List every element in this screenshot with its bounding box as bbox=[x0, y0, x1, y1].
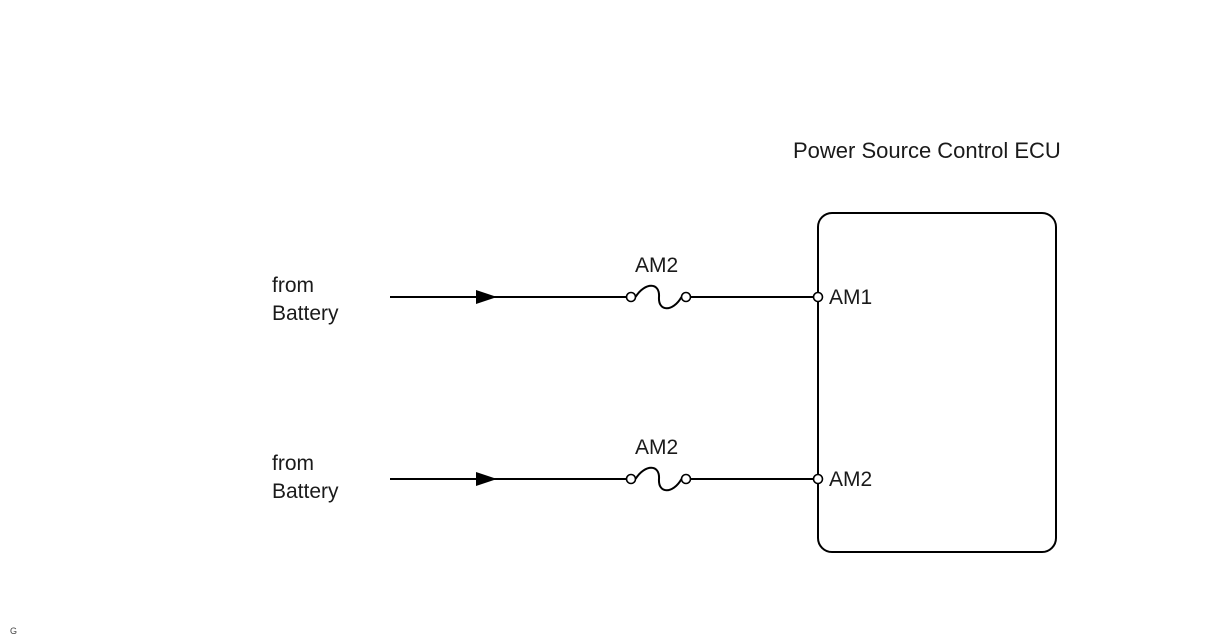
fuse-terminal-right bbox=[680, 473, 692, 485]
ecu-title: Power Source Control ECU bbox=[793, 138, 1061, 163]
fuse-terminal-left bbox=[625, 473, 637, 485]
flow-arrow-icon bbox=[476, 290, 497, 304]
ecu-pin-label: AM2 bbox=[829, 468, 872, 491]
fuse-label: AM2 bbox=[635, 254, 678, 277]
fuse-terminal-right bbox=[680, 291, 692, 303]
footnote-mark: G bbox=[10, 626, 17, 636]
source-label-line2: Battery bbox=[272, 480, 339, 503]
fuse-icon bbox=[634, 284, 683, 310]
source-label-line2: Battery bbox=[272, 302, 339, 325]
ecu-pin-terminal bbox=[812, 291, 824, 303]
ecu-box bbox=[817, 212, 1057, 553]
fuse-icon bbox=[634, 466, 683, 492]
fuse-label: AM2 bbox=[635, 436, 678, 459]
fuse-terminal-left bbox=[625, 291, 637, 303]
source-label-line1: from bbox=[272, 274, 314, 297]
ecu-pin-terminal bbox=[812, 473, 824, 485]
flow-arrow-icon bbox=[476, 472, 497, 486]
circuit-1: from Battery AM2 AM1 bbox=[272, 254, 872, 325]
ecu-pin-label: AM1 bbox=[829, 286, 872, 309]
source-label-line1: from bbox=[272, 452, 314, 475]
circuit-2: from Battery AM2 AM2 bbox=[272, 436, 872, 503]
